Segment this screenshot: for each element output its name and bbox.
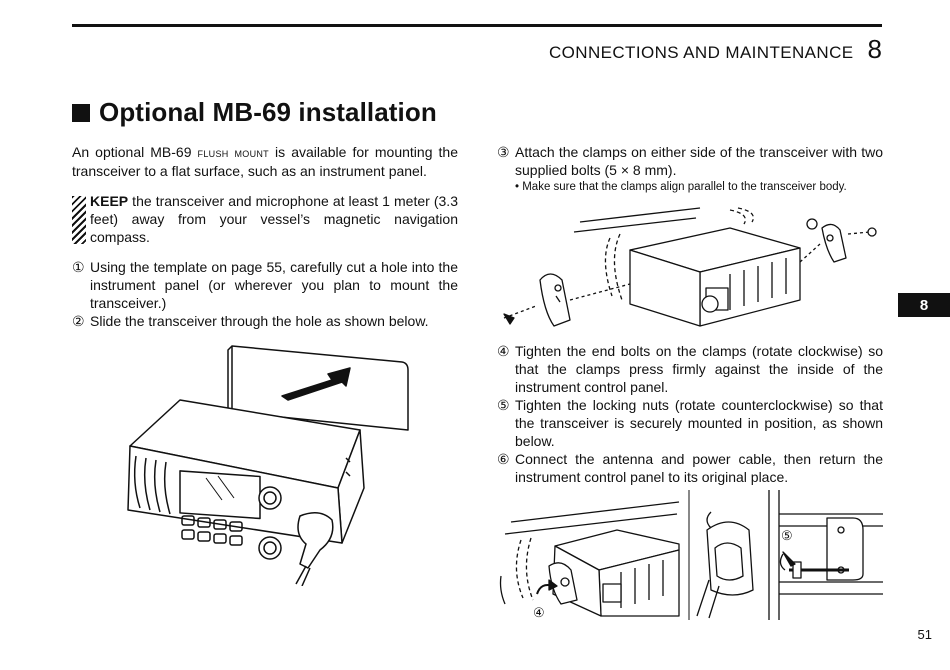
section-number: 8 — [867, 34, 882, 64]
caution-note: KEEP the transceiver and microphone at l… — [72, 192, 458, 246]
list-item: ⑥ Connect the antenna and power cable, t… — [497, 450, 883, 486]
step-number: ⑥ — [497, 451, 510, 467]
step-number: ⑤ — [497, 397, 510, 413]
list-item: ① Using the template on page 55, careful… — [72, 258, 458, 312]
right-column: ③ Attach the clamps on either side of th… — [497, 143, 883, 195]
page-number: 51 — [917, 627, 932, 642]
list-item: ⑤ Tighten the locking nuts (rotate count… — [497, 396, 883, 450]
step-text: Connect the antenna and power cable, the… — [515, 451, 883, 485]
step-number: ① — [72, 259, 85, 275]
step-text: Tighten the end bolts on the clamps (rot… — [515, 343, 883, 395]
step-text: Tighten the locking nuts (rotate counter… — [515, 397, 883, 449]
step-text: Using the template on page 55, carefully… — [90, 259, 458, 311]
intro-paragraph: An optional MB-69 flush mount is availab… — [72, 143, 458, 180]
intro-text-2: is available for mounting the transceive… — [72, 144, 458, 179]
caution-hatch-icon — [72, 196, 86, 244]
step-number: ④ — [497, 343, 510, 359]
page-title: Optional MB-69 installation — [72, 97, 437, 128]
intro-smallcaps: flush mount — [197, 146, 269, 160]
list-item: ② Slide the transceiver through the hole… — [72, 312, 458, 330]
label-nut: ⑤ — [781, 528, 793, 543]
steps-list-left: ① Using the template on page 55, careful… — [72, 258, 458, 330]
figure-tighten: ④ ⑤ — [499, 490, 883, 620]
header-rule — [72, 24, 882, 27]
steps-list-right: ④ Tighten the end bolts on the clamps (r… — [497, 342, 883, 486]
intro-text-1: An optional MB-69 — [72, 144, 198, 160]
step-number: ② — [72, 313, 85, 329]
figure-attach-clamps — [503, 207, 877, 327]
step-number: ③ — [497, 144, 510, 160]
chapter-tab: 8 — [898, 293, 950, 317]
square-bullet-icon — [72, 103, 90, 122]
section-title: CONNECTIONS AND MAINTENANCE — [548, 43, 854, 62]
page-title-text: Optional MB-69 installation — [99, 97, 437, 127]
step-text: Slide the transceiver through the hole a… — [90, 313, 429, 329]
figure-slide-transceiver — [127, 345, 409, 586]
list-item: ③ Attach the clamps on either side of th… — [497, 143, 883, 179]
running-header: CONNECTIONS AND MAINTENANCE 8 — [549, 34, 882, 65]
caution-text: the transceiver and microphone at least … — [90, 193, 458, 245]
list-item: ④ Tighten the end bolts on the clamps (r… — [497, 342, 883, 396]
caution-keyword: KEEP — [90, 193, 129, 209]
left-column: An optional MB-69 flush mount is availab… — [72, 143, 458, 330]
label-bolt: ④ — [533, 605, 545, 620]
step-text: Attach the clamps on either side of the … — [515, 144, 883, 178]
step-note: • Make sure that the clamps align parall… — [515, 181, 847, 193]
